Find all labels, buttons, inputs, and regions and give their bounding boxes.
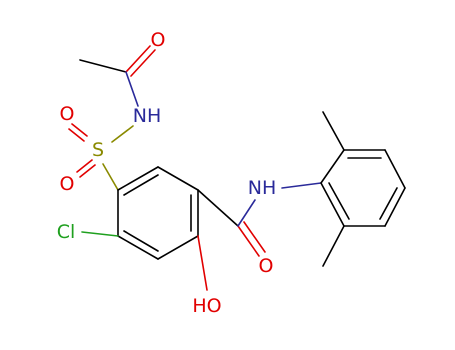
atom-labels: O NH O S O NH Cl O HO xyxy=(57,29,277,317)
bond-ring-amide-c xyxy=(197,189,239,227)
ring-a-bond-1-inner xyxy=(123,174,159,196)
atom-s-sulfonyl: S xyxy=(92,139,104,161)
ring-b-bond-6-inner xyxy=(328,182,350,220)
atom-o-sulfonyl-top: O xyxy=(60,103,75,125)
bond-amide-c-o-1 xyxy=(237,225,260,257)
bond-amide-c-o-2 xyxy=(243,221,266,253)
bond-n-aryl xyxy=(281,182,322,189)
bond-s-o-bottom-1 xyxy=(76,159,93,173)
bond-s-o-bottom-2 xyxy=(79,164,96,178)
atom-oh: HO xyxy=(192,295,221,317)
ring-b-bond-6 xyxy=(320,182,345,227)
bond-s-o-top-2 xyxy=(68,128,85,142)
atom-o-acetyl: O xyxy=(151,29,166,51)
bond-s-ring xyxy=(102,163,119,191)
atom-cl: Cl xyxy=(57,221,76,243)
ring-b-bond-4 xyxy=(384,187,406,227)
bond-methyl-bottom xyxy=(322,225,345,267)
ring-a-bond-1 xyxy=(117,166,159,191)
bond-carbonyl-o-1 xyxy=(125,45,151,73)
bond-carbonyl-o-2 xyxy=(130,49,156,77)
ring-a-bond-4 xyxy=(157,235,199,260)
bond-ring-oh xyxy=(197,235,208,291)
bond-amide-c-n xyxy=(237,199,256,227)
atom-nh-sulfonamide: NH xyxy=(133,105,162,127)
bond-methyl-top xyxy=(322,111,345,151)
atom-nh-amide: NH xyxy=(248,177,277,199)
bond-carbonyl-n xyxy=(125,71,139,107)
ring-a-bond-2 xyxy=(157,166,199,191)
ring-a-bond-5-inner xyxy=(123,230,159,252)
bond-ring-cl xyxy=(81,231,119,237)
atom-o-sulfonyl-bottom: O xyxy=(60,173,75,195)
bonds xyxy=(68,45,406,291)
ring-b-bond-3 xyxy=(384,149,406,189)
atom-o-amide: O xyxy=(259,255,274,277)
bond-methyl-carbonyl xyxy=(79,59,127,73)
bond-s-o-top-1 xyxy=(71,123,88,137)
bond-n-s xyxy=(111,125,134,143)
ring-b-bond-4-inner xyxy=(379,187,398,220)
ring-b-bond-1 xyxy=(320,149,345,184)
ring-a-bond-5 xyxy=(117,235,159,260)
